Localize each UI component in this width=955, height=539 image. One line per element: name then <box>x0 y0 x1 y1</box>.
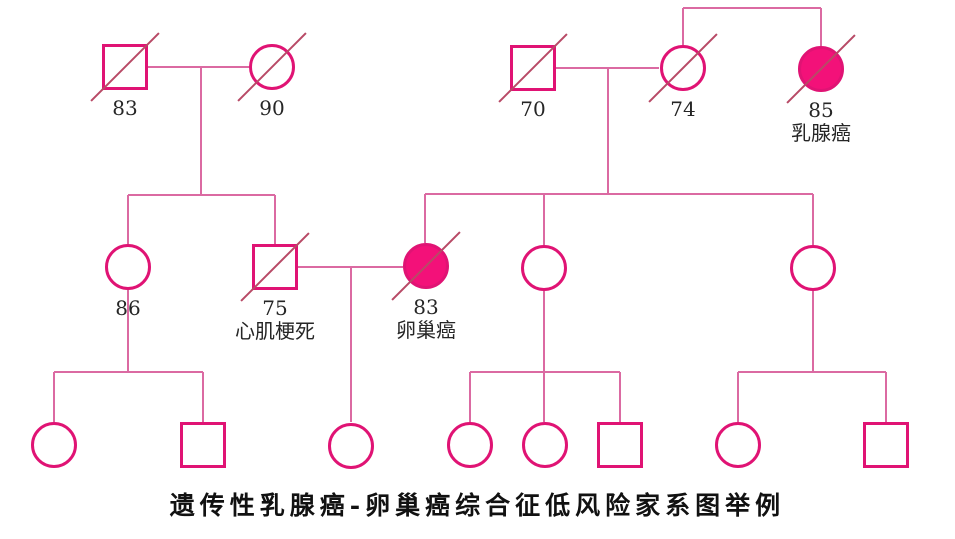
age-label-II-1: 86 <box>115 296 141 320</box>
connector-line <box>469 372 471 422</box>
person-III-8-square <box>863 422 909 468</box>
connector-line <box>820 8 822 46</box>
connector-line <box>470 371 620 373</box>
condition-label-I-5: 乳腺癌 <box>791 121 851 145</box>
connector-line <box>556 67 659 69</box>
person-III-5-circle <box>522 422 568 468</box>
person-III-1-circle <box>31 422 77 468</box>
connector-line <box>298 266 403 268</box>
connector-line <box>53 372 55 422</box>
connector-line <box>424 194 426 243</box>
diagram-title: 遗传性乳腺癌-卵巢癌综合征低风险家系图举例 <box>169 491 786 520</box>
connector-line <box>127 290 129 372</box>
connector-line <box>54 371 203 373</box>
connector-line <box>543 291 545 422</box>
person-II-4-circle <box>521 245 567 291</box>
person-III-7-circle <box>715 422 761 468</box>
age-label-II-3: 83 <box>413 295 439 319</box>
connector-line <box>737 372 739 422</box>
person-III-3-circle <box>328 423 374 469</box>
connector-line <box>128 194 275 196</box>
age-label-I-4: 74 <box>670 97 696 121</box>
connector-line <box>202 372 204 422</box>
connector-line <box>350 267 352 422</box>
age-label-I-5: 85 <box>808 98 834 122</box>
connector-line <box>682 8 684 45</box>
connector-line <box>425 193 813 195</box>
condition-label-II-2: 心肌梗死 <box>235 319 315 343</box>
person-II-5-circle <box>790 245 836 291</box>
connector-line <box>619 372 621 422</box>
connector-line <box>812 291 814 372</box>
connector-line <box>543 194 545 245</box>
age-label-I-2: 90 <box>259 96 285 120</box>
connector-line <box>885 372 887 422</box>
age-label-I-1: 83 <box>112 96 138 120</box>
connector-line <box>200 67 202 195</box>
connector-line <box>738 371 886 373</box>
condition-label-II-3: 卵巢癌 <box>396 318 456 342</box>
age-label-II-2: 75 <box>262 296 288 320</box>
person-III-6-square <box>597 422 643 468</box>
person-III-2-square <box>180 422 226 468</box>
connector-line <box>127 195 129 244</box>
connector-line <box>683 7 821 9</box>
connector-line <box>274 195 276 244</box>
person-III-4-circle <box>447 422 493 468</box>
age-label-I-3: 70 <box>520 97 546 121</box>
connector-line <box>812 194 814 245</box>
person-II-1-circle <box>105 244 151 290</box>
connector-line <box>148 66 249 68</box>
connector-line <box>607 68 609 194</box>
